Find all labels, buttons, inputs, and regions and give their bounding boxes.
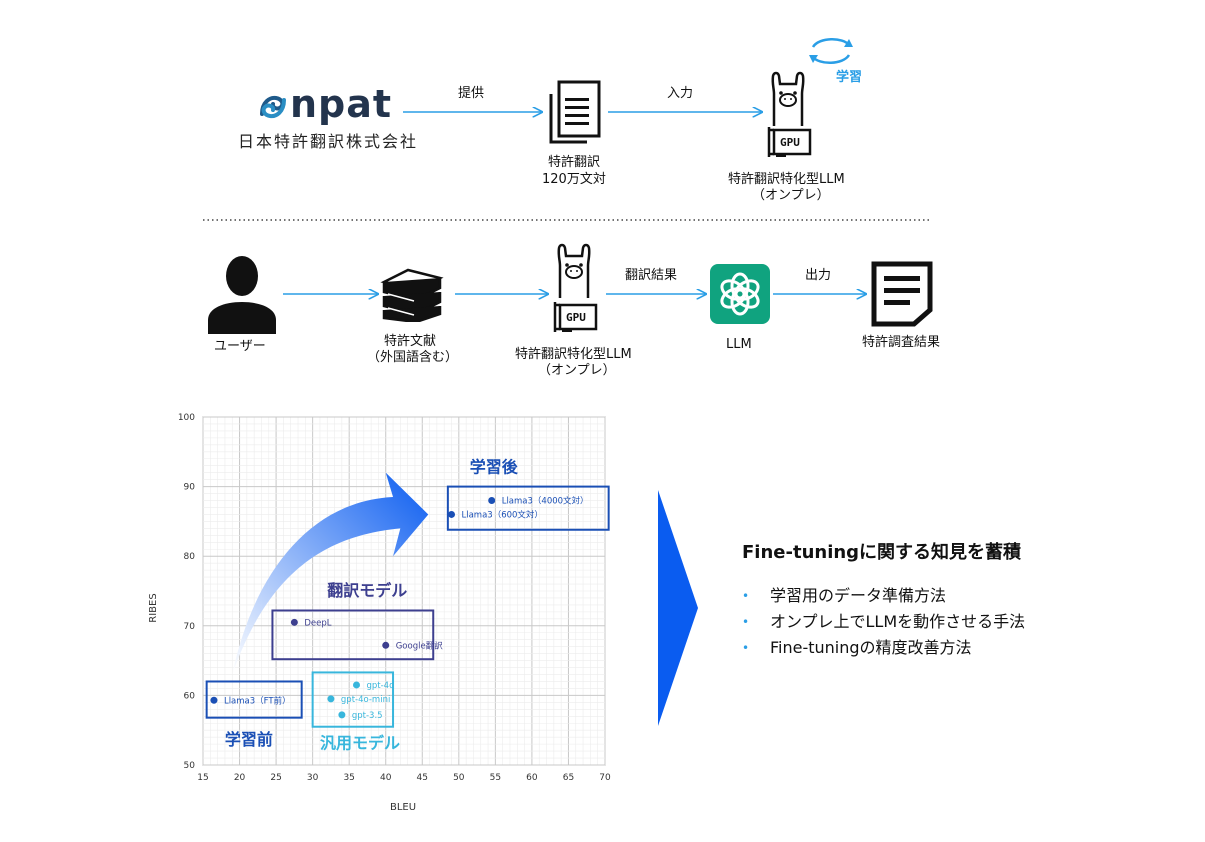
bullet-icon: • bbox=[742, 615, 750, 629]
findings-title: Fine-tuningに関する知見を蓄積 bbox=[742, 542, 1022, 563]
list-item: • オンプレ上でLLMを動作させる手法 bbox=[742, 609, 1172, 635]
company-name: 日本特許翻訳株式会社 bbox=[238, 132, 419, 151]
chart-axes: 15 20 25 30 35 40 45 50 55 60 65 70 50 60 70 80 90 100 bbox=[178, 413, 611, 783]
y-tick-label: 90 bbox=[184, 483, 196, 493]
x-tick-label: 50 bbox=[453, 773, 465, 783]
gpu-label-2: GPU bbox=[566, 311, 586, 324]
gpu-icon-2 bbox=[553, 302, 598, 332]
data-point-label: Llama3（600文対） bbox=[462, 509, 543, 520]
model-label-2: （オンプレ） bbox=[752, 188, 830, 203]
group-frame bbox=[205, 680, 303, 719]
corpus-label-1: 特許翻訳 bbox=[548, 155, 601, 170]
y-tick-label: 60 bbox=[184, 691, 196, 701]
model-label-1: 特許翻訳特化型LLM bbox=[728, 172, 845, 187]
learning-label: 学習 bbox=[836, 70, 863, 85]
big-right-arrow-icon bbox=[658, 490, 698, 726]
npat-logo-icon bbox=[260, 95, 286, 119]
bullet-icon: • bbox=[742, 589, 750, 603]
findings-item-3: Fine-tuningの精度改善方法 bbox=[770, 638, 972, 657]
group-label: 翻訳モデル bbox=[327, 581, 407, 600]
group-label: 汎用モデル bbox=[320, 733, 400, 752]
document-stack-icon bbox=[549, 80, 601, 144]
flow-arrows bbox=[203, 0, 930, 400]
data-point-label: gpt-4o-mini bbox=[341, 695, 390, 705]
x-tick-label: 25 bbox=[270, 773, 281, 783]
x-tick-label: 35 bbox=[343, 773, 354, 783]
user-label: ユーザー bbox=[214, 339, 266, 354]
x-tick-label: 45 bbox=[417, 773, 428, 783]
bullet-icon: • bbox=[742, 641, 750, 655]
report-label: 特許調査結果 bbox=[862, 335, 941, 350]
group-frame bbox=[446, 485, 610, 531]
edge-label-provide: 提供 bbox=[458, 86, 485, 101]
x-tick-label: 60 bbox=[526, 773, 538, 783]
edge-label-result: 翻訳結果 bbox=[625, 268, 678, 283]
data-point bbox=[327, 695, 335, 703]
data-point bbox=[488, 497, 496, 505]
findings-panel: Fine-tuningに関する知見を蓄積 • 学習用のデータ準備方法 • オンプ… bbox=[742, 541, 1172, 661]
data-point-label: gpt-3.5 bbox=[352, 711, 383, 721]
corpus-label-2: 120万文対 bbox=[542, 172, 606, 187]
group-frame bbox=[311, 671, 395, 728]
books-icon bbox=[380, 268, 444, 322]
y-tick-label: 100 bbox=[178, 413, 195, 423]
x-tick-label: 40 bbox=[380, 773, 392, 783]
model-label-bottom-1: 特許翻訳特化型LLM bbox=[515, 347, 632, 362]
x-tick-label: 70 bbox=[599, 773, 611, 783]
group-label: 学習後 bbox=[470, 458, 519, 477]
x-tick-label: 20 bbox=[234, 773, 246, 783]
bottom-flow: ユーザー 特許文献 （外国語含む） GPU 特許翻訳特化型LLM （オンプレ） … bbox=[0, 230, 1205, 390]
data-point bbox=[290, 618, 298, 626]
y-tick-label: 70 bbox=[184, 622, 196, 632]
model-label-bottom-2: （オンプレ） bbox=[538, 363, 616, 378]
chart-grid bbox=[202, 416, 606, 766]
data-point-label: Llama3（4000文対） bbox=[502, 496, 589, 507]
data-point-label: DeepL bbox=[304, 618, 331, 628]
report-icon bbox=[871, 261, 933, 327]
data-point-label: gpt-4o bbox=[366, 681, 394, 691]
gpu-icon bbox=[767, 127, 812, 157]
x-tick-label: 65 bbox=[563, 773, 574, 783]
llm-label: LLM bbox=[726, 337, 752, 352]
list-item: • Fine-tuningの精度改善方法 bbox=[742, 635, 1172, 661]
doc-label-1: 特許文献 bbox=[384, 334, 437, 349]
npat-logo-text: npat bbox=[290, 82, 393, 126]
findings-item-1: 学習用のデータ準備方法 bbox=[770, 586, 947, 605]
data-point bbox=[382, 641, 390, 649]
x-axis-label: BLEU bbox=[390, 802, 416, 813]
y-tick-label: 50 bbox=[184, 761, 196, 771]
y-axis-label: RIBES bbox=[148, 593, 159, 622]
llama-icon-2 bbox=[557, 243, 591, 298]
growth-arrow-icon bbox=[232, 472, 429, 675]
findings-item-2: オンプレ上でLLMを動作させる手法 bbox=[770, 612, 1026, 631]
user-icon bbox=[208, 256, 276, 334]
gpu-label: GPU bbox=[780, 136, 800, 149]
doc-label-2: （外国語含む） bbox=[367, 350, 459, 365]
openai-logo-icon bbox=[710, 264, 770, 324]
data-point bbox=[210, 696, 218, 704]
x-tick-label: 15 bbox=[197, 773, 208, 783]
data-point-label: Google翻訳 bbox=[396, 640, 443, 651]
x-tick-label: 30 bbox=[307, 773, 319, 783]
y-tick-label: 80 bbox=[184, 552, 196, 562]
list-item: • 学習用のデータ準備方法 bbox=[742, 583, 1172, 609]
llama-icon bbox=[771, 71, 805, 126]
learning-cycle-icon bbox=[809, 38, 853, 64]
findings-list: • 学習用のデータ準備方法 • オンプレ上でLLMを動作させる手法 • Fine… bbox=[742, 583, 1172, 661]
scatter-chart: 15 20 25 30 35 40 45 50 55 60 65 70 50 60 70 80 90 100 学習… bbox=[148, 413, 611, 813]
x-tick-label: 55 bbox=[490, 773, 501, 783]
group-frame bbox=[271, 609, 435, 661]
top-flow: npat 日本特許翻訳株式会社 提供 特許翻訳 120万文対 入力 学習 GPU… bbox=[0, 0, 1205, 215]
chart-points: Llama3（4000文対） Llama3（600文対） DeepL Google翻訳… bbox=[210, 496, 589, 721]
data-point-label: Llama3（FT前） bbox=[224, 695, 291, 706]
data-point bbox=[352, 681, 360, 689]
data-point bbox=[338, 711, 346, 719]
data-point bbox=[448, 510, 456, 518]
group-label: 学習前 bbox=[225, 730, 273, 749]
edge-label-output: 出力 bbox=[805, 268, 832, 283]
edge-label-input: 入力 bbox=[667, 86, 694, 101]
